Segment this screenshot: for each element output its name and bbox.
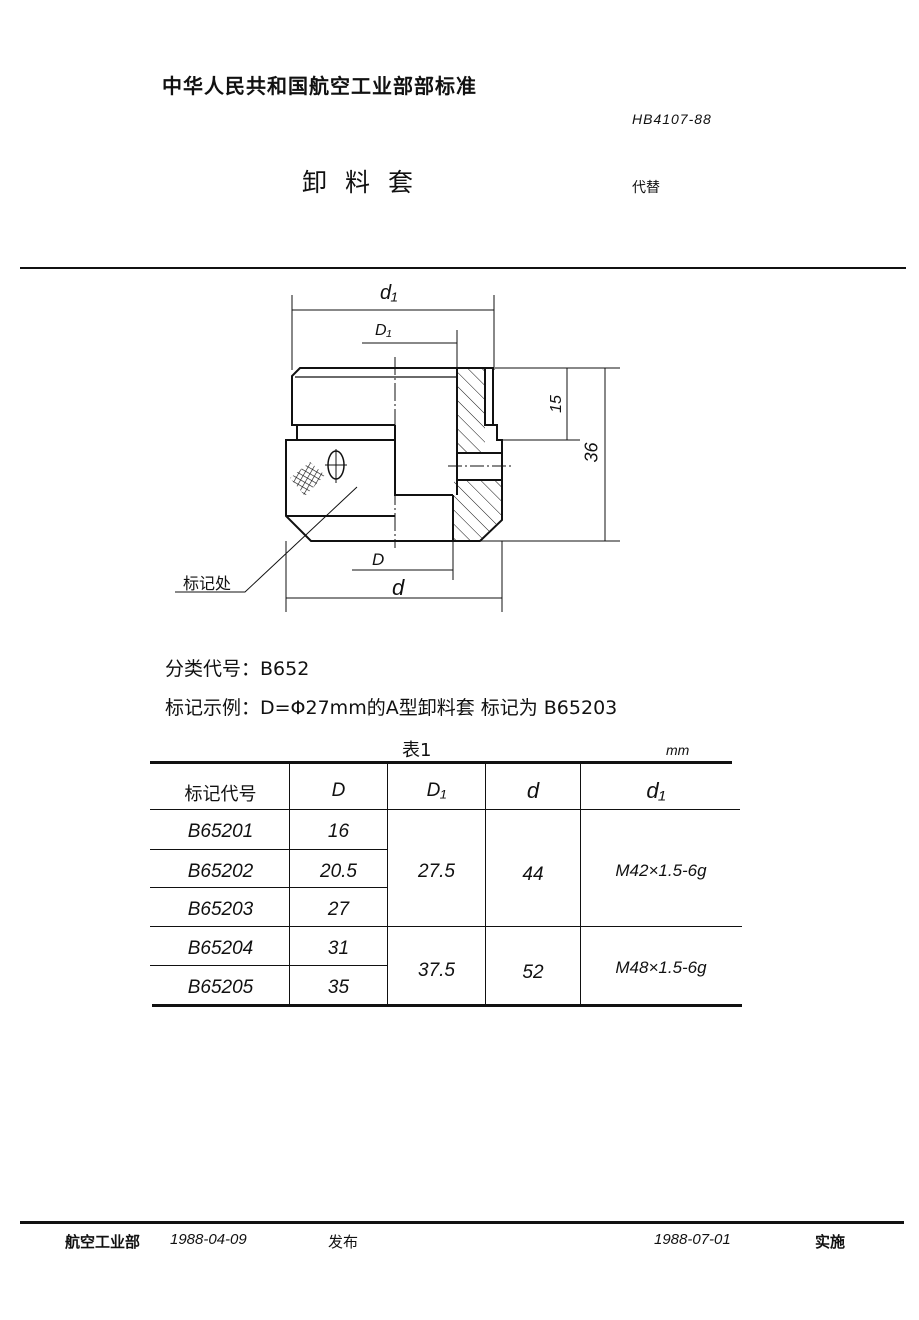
- marking-example: 标记示例：D=Φ27mm的A型卸料套 标记为 B65203: [165, 697, 618, 719]
- group-d: 52: [522, 962, 544, 983]
- row-code: B65203: [187, 899, 254, 920]
- label-36: 36: [581, 442, 602, 463]
- footer-issued-label: 发布: [328, 1233, 359, 1251]
- dim-D: [352, 541, 454, 580]
- label-mark-location: 标记处: [183, 574, 232, 593]
- group-d1: M42×1.5-6g: [615, 861, 707, 880]
- row-D: 16: [327, 821, 350, 842]
- header-D: D: [331, 780, 346, 801]
- dim-d: [285, 541, 503, 612]
- row-D: 27: [327, 899, 350, 920]
- label-d: d: [392, 575, 405, 600]
- header-code: 标记代号: [184, 784, 257, 805]
- org-standard-title: 中华人民共和国航空工业部部标准: [162, 74, 477, 98]
- classification-code: 分类代号：B652: [165, 658, 310, 680]
- footer-divider: [20, 1221, 904, 1224]
- replaces-label: 代替: [632, 180, 660, 196]
- dim-36: [453, 368, 620, 542]
- row-D: 31: [327, 938, 350, 959]
- footer-effective-date: 1988-07-01: [654, 1231, 731, 1248]
- hatch-lower: [454, 481, 501, 540]
- footer-effective-label: 实施: [815, 1233, 846, 1251]
- row-D: 20.5: [320, 861, 357, 882]
- row-code: B65204: [187, 938, 254, 959]
- hatch-upper: [458, 369, 485, 453]
- header-divider: [20, 267, 906, 269]
- row-code: B65201: [187, 821, 254, 842]
- row-D: 35: [327, 977, 350, 998]
- table-caption: 表1: [402, 740, 432, 761]
- mark-leader: [175, 486, 358, 593]
- label-d1: d₁: [380, 282, 398, 304]
- document-title: 卸料套: [302, 168, 432, 197]
- part-drawing: [175, 295, 620, 612]
- label-D1: D₁: [375, 322, 392, 339]
- dim-d1: [291, 295, 495, 370]
- dim-D1: [362, 330, 458, 368]
- label-D: D: [372, 550, 385, 569]
- row-code: B65202: [187, 861, 254, 882]
- header-d: d: [526, 778, 540, 803]
- header-d1: d₁: [646, 778, 666, 803]
- footer-issue-date: 1988-04-09: [170, 1231, 247, 1248]
- knurl-mark-area: [290, 462, 325, 496]
- table-unit: mm: [666, 742, 690, 758]
- dim-15: [495, 367, 620, 441]
- group-D1: 27.5: [418, 861, 455, 882]
- group-D1: 37.5: [418, 960, 455, 981]
- standard-code: HB4107-88: [632, 111, 712, 127]
- group-d: 44: [522, 864, 544, 885]
- header-D1: D₁: [426, 780, 447, 801]
- label-15: 15: [547, 395, 565, 413]
- group-d1: M48×1.5-6g: [615, 958, 707, 977]
- row-code: B65205: [187, 977, 254, 998]
- footer-issuer: 航空工业部: [65, 1233, 141, 1251]
